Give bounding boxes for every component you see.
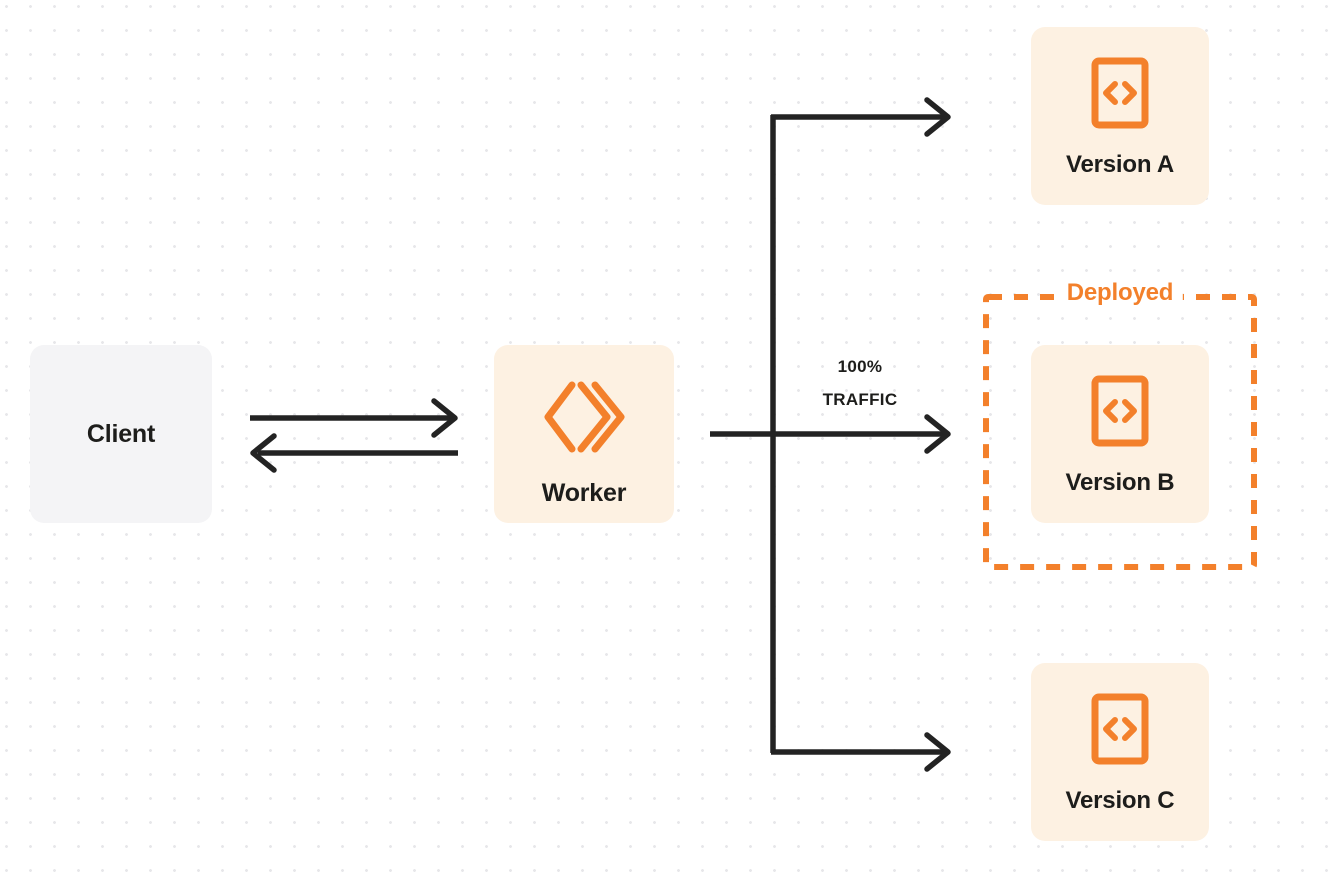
code-brackets-icon (1091, 57, 1149, 129)
node-version-a-label: Version A (1065, 151, 1175, 178)
node-client-label: Client (86, 419, 156, 448)
edge-worker-to-version-b (710, 414, 951, 454)
node-worker[interactable]: Worker (494, 345, 674, 523)
node-version-c-label: Version C (1065, 787, 1175, 814)
traffic-percent: 100% (837, 357, 883, 376)
node-version-a[interactable]: Version A (1031, 27, 1209, 205)
code-brackets-icon (1091, 375, 1149, 447)
node-client[interactable]: Client (30, 345, 212, 523)
edge-worker-to-client (250, 433, 458, 473)
edge-client-to-worker (250, 398, 458, 438)
traffic-unit: TRAFFIC (822, 390, 898, 409)
node-version-b-label: Version B (1065, 469, 1175, 496)
node-version-b[interactable]: Version B (1031, 345, 1209, 523)
code-brackets-icon (1091, 693, 1149, 765)
traffic-label: 100% TRAFFIC (800, 350, 920, 416)
node-worker-label: Worker (541, 479, 627, 507)
edge-worker-to-version-a (771, 97, 951, 137)
edge-worker-to-version-c (771, 732, 951, 772)
cloudflare-workers-logo-icon (541, 377, 627, 457)
node-version-c[interactable]: Version C (1031, 663, 1209, 841)
